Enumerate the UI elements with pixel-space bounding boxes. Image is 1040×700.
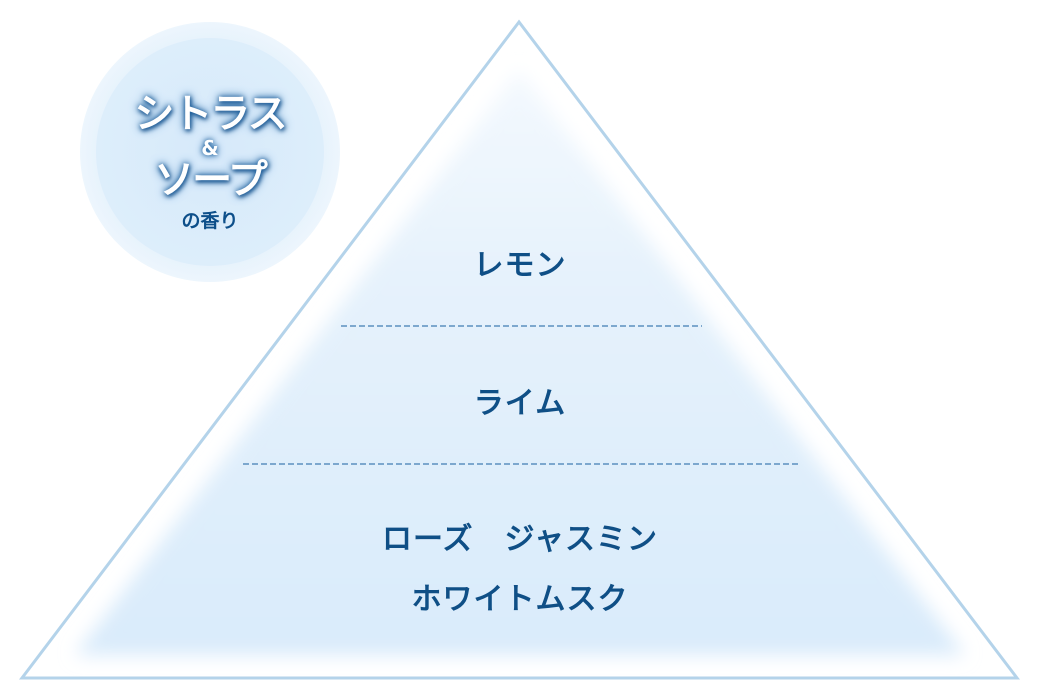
badge-title-line2: ソープ [154, 157, 268, 203]
base-note-line1: ローズ ジャスミン [382, 522, 658, 557]
pyramid-fill [75, 70, 965, 655]
top-note: レモン [473, 248, 567, 283]
fragrance-badge: シトラス & ソープ の香り [80, 22, 340, 282]
base-note-line2: ホワイトムスク [411, 582, 629, 617]
badge-title-line1: シトラス [134, 91, 287, 137]
badge-subtitle: の香り [181, 210, 239, 232]
middle-note: ライム [473, 386, 567, 421]
badge-inner-circle [96, 38, 324, 266]
badge-ampersand: & [201, 136, 219, 160]
